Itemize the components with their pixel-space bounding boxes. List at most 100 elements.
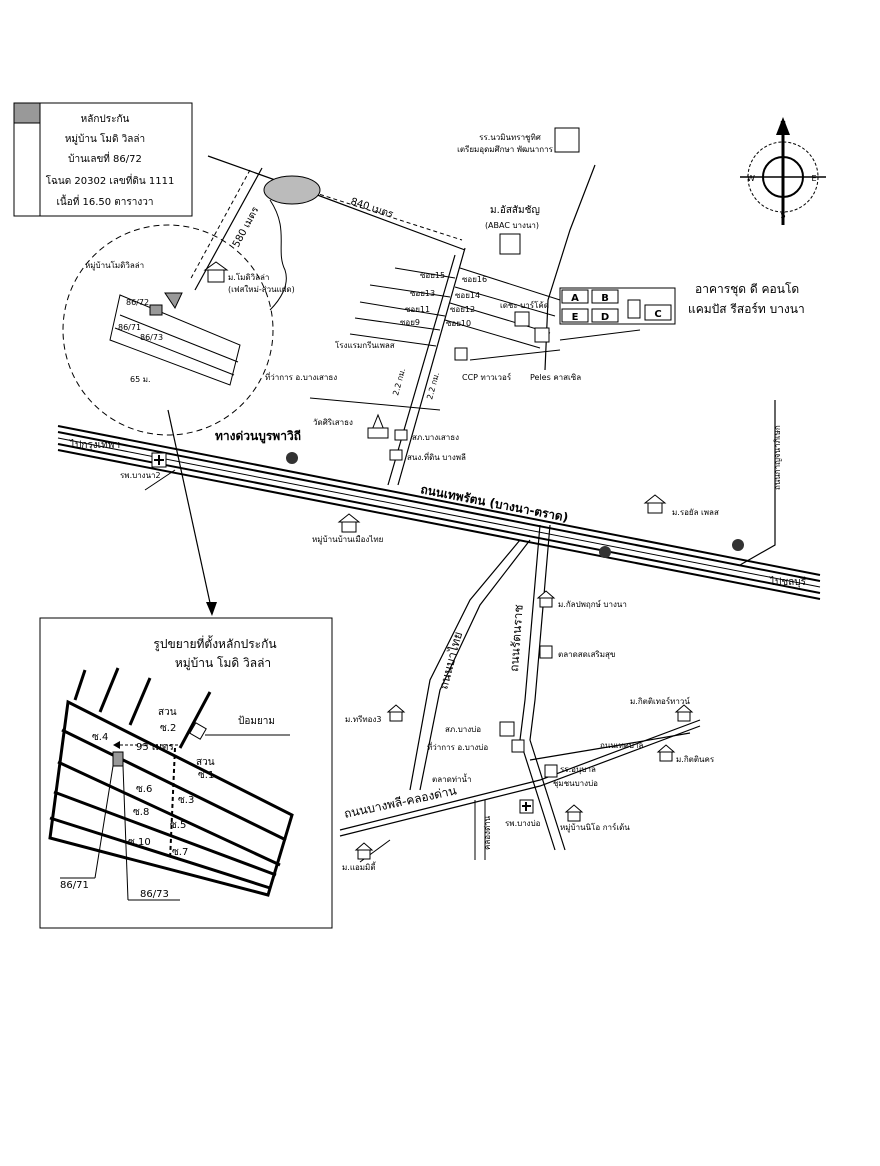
condo-label2: แคมปัส รีสอร์ท บางนา	[688, 302, 805, 316]
tollway-label: ทางด่วนบูรพาวิถี	[215, 429, 301, 444]
block-e: E	[572, 312, 579, 323]
tree-icon	[286, 452, 298, 464]
house-icon	[564, 804, 584, 822]
house-icon	[536, 590, 556, 608]
road-boon-label: ถนนบาไทย	[436, 630, 465, 691]
condo-label1: อาคารชุด ดี คอนโด	[695, 282, 799, 297]
inset-s5: ซ.5	[170, 820, 186, 831]
circle-lot73: 86/73	[140, 333, 163, 342]
decha-label: เดชะ บาร์โค้ด	[500, 300, 549, 310]
moo-kittinakorn-label: ม.กิตตินคร	[676, 755, 715, 764]
hosp-bangna2-label: รพ.บางนา2	[120, 471, 161, 480]
circle-moo-modi: หมู่บ้านโมดิวิลล่า	[85, 260, 144, 271]
soi16-label: ซอย16	[462, 275, 487, 284]
land-office-label: สนง.ที่ดิน บางพลี	[407, 451, 466, 462]
dist-840: 840 เมตร	[349, 196, 395, 220]
south-roads	[339, 524, 701, 863]
circle-dist65: 65 ม.	[130, 375, 151, 384]
temple-icon	[367, 413, 389, 439]
green-place-label: โรงแรมกรีนเพลส	[335, 340, 395, 350]
inset-lot73: 86/73	[140, 889, 169, 900]
abac-label: ม.อัสสัมชัญ	[490, 205, 540, 216]
compass-s: S	[780, 211, 785, 220]
inset-title2: หมู่บ้าน โมดิ วิลล่า	[175, 656, 271, 671]
legend-line4: โฉนด 20302 เลขที่ดิน 1111	[46, 173, 175, 187]
royal-place-label: ม.รอยัล เพลส	[672, 508, 719, 517]
inset-s4: ซ.4	[92, 732, 108, 743]
compass-w: W	[747, 174, 755, 183]
block-b: B	[601, 293, 609, 304]
road-ratanaraj-label: ถนนรัตนราช	[507, 604, 526, 672]
office-bangbo-label: ที่ว่าการ อ.บางบ่อ	[427, 741, 488, 752]
house-icon	[674, 704, 694, 722]
road-tesaban-label: ถนนเทศบาล	[600, 741, 643, 750]
ccp-label: CCP ทาวเวอร์	[462, 372, 512, 382]
house-icon	[354, 842, 374, 860]
soi10-label: ซอย10	[446, 319, 471, 328]
kindergarten-label2: ชุมชนบางบ่อ	[553, 779, 598, 788]
police-label: สภ.บางเสาธง	[412, 433, 459, 442]
abac-label2: (ABAC บางนา)	[485, 221, 539, 230]
school-top-label: รร.นวมินทราชูทิศ	[479, 133, 541, 143]
police-bangbo-label: สภ.บางบ่อ	[445, 725, 481, 734]
inset-s3: ซ.3	[178, 795, 194, 806]
inset-s7: ซ.7	[172, 847, 188, 858]
inset-guard: ป้อมยาม	[238, 715, 275, 727]
inset-s2: ซ.2	[160, 723, 176, 734]
peles-label: Peles คาสเซิล	[530, 373, 581, 382]
block-d: D	[601, 312, 609, 323]
legend-line1: หลักประกัน	[81, 114, 130, 125]
soi15-label: ซอย15	[420, 271, 445, 280]
km22a-label: 2.2 กม.	[391, 367, 407, 396]
legend-line5: เนื้อที่ 16.50 ตารางวา	[56, 194, 153, 208]
circle-lot72: 86/72	[126, 298, 149, 307]
zoom-inset: รูปขยายที่ตั้งหลักประกัน หมู่บ้าน โมดิ ว…	[39, 617, 333, 929]
soi9-label: ซอย9	[400, 318, 420, 327]
km22b-label: 2.2 กม.	[425, 371, 441, 400]
inset-s8: ซ.8	[133, 807, 149, 818]
inset-park2: สวน	[196, 757, 215, 768]
inset-s6: ซ.6	[136, 784, 152, 795]
house-icon	[386, 704, 406, 722]
moo-kanlapapruek-label: ม.กัลปพฤกษ์ บางนา	[558, 599, 627, 609]
road-kanchana-label: ถนนกาญจนาภิเษก	[773, 425, 782, 490]
modi-gate-label: ม.โมดิวิลล่า	[228, 272, 269, 282]
wat-label: วัดศิริเสาธง	[313, 418, 353, 427]
school-top-label2: เตรียมอุดมศึกษา พัฒนาการ	[457, 145, 553, 154]
office-sao-label: ที่ว่าการ อ.บางเสาธง	[265, 371, 337, 382]
main-highways	[57, 425, 821, 600]
moo-amity-label: ม.แอมมิตี้	[342, 861, 377, 872]
house-icon	[643, 494, 667, 514]
condo-blocks: A B E D C	[559, 287, 676, 325]
legend-box: หลักประกัน หมู่บ้าน โมดิ วิลล่า บ้านเลขท…	[13, 102, 193, 217]
moo-muang-thai-label: หมู่บ้านบ้านเมืองไทย	[312, 535, 383, 545]
inset-park1: สวน	[158, 707, 177, 718]
to-chonburi-label: ไปชลบุรี	[769, 576, 807, 588]
legend-line3: บ้านเลขที่ 86/72	[68, 151, 142, 165]
circle-inset: หมู่บ้านโมดิวิลล่า 86/72 86/73 86/71 65 …	[62, 224, 295, 436]
inset-title1: รูปขยายที่ตั้งหลักประกัน	[153, 635, 276, 652]
market-sermsuk-label: ตลาดสดเสริมสุข	[558, 650, 615, 659]
block-a: A	[571, 293, 579, 304]
hospital-icon	[519, 799, 534, 814]
moo-nico-label: หมู่บ้านนิโอ การ์เด้น	[560, 822, 630, 833]
inset-s10: ซ.10	[128, 837, 151, 848]
hosp-bangbo-label: รพ.บางบ่อ	[505, 819, 541, 828]
kindergarten-label: รร.อนุบาล	[560, 765, 596, 774]
hospital-icon	[151, 452, 167, 468]
legend-line2: หมู่บ้าน โมดิ วิลล่า	[65, 132, 145, 145]
khlong-label: คลองด่าน	[483, 815, 492, 850]
soi11-label: ซอย11	[405, 305, 430, 314]
modi-gate-label2: (เฟสใหม่-ส่วนแฝด)	[228, 285, 295, 294]
tree-icon	[599, 546, 611, 558]
compass-n: N	[780, 120, 786, 129]
tree-icon	[732, 539, 744, 551]
inset-dist: 95 เมตร	[136, 742, 174, 753]
market-water-label: ตลาดท่าน้ำ	[432, 773, 472, 784]
compass-e: E	[811, 174, 816, 183]
soi13-label: ซอย13	[410, 289, 435, 298]
to-bkk-label: ไปกรุงเทพฯ	[69, 439, 120, 451]
block-c: C	[654, 309, 661, 320]
